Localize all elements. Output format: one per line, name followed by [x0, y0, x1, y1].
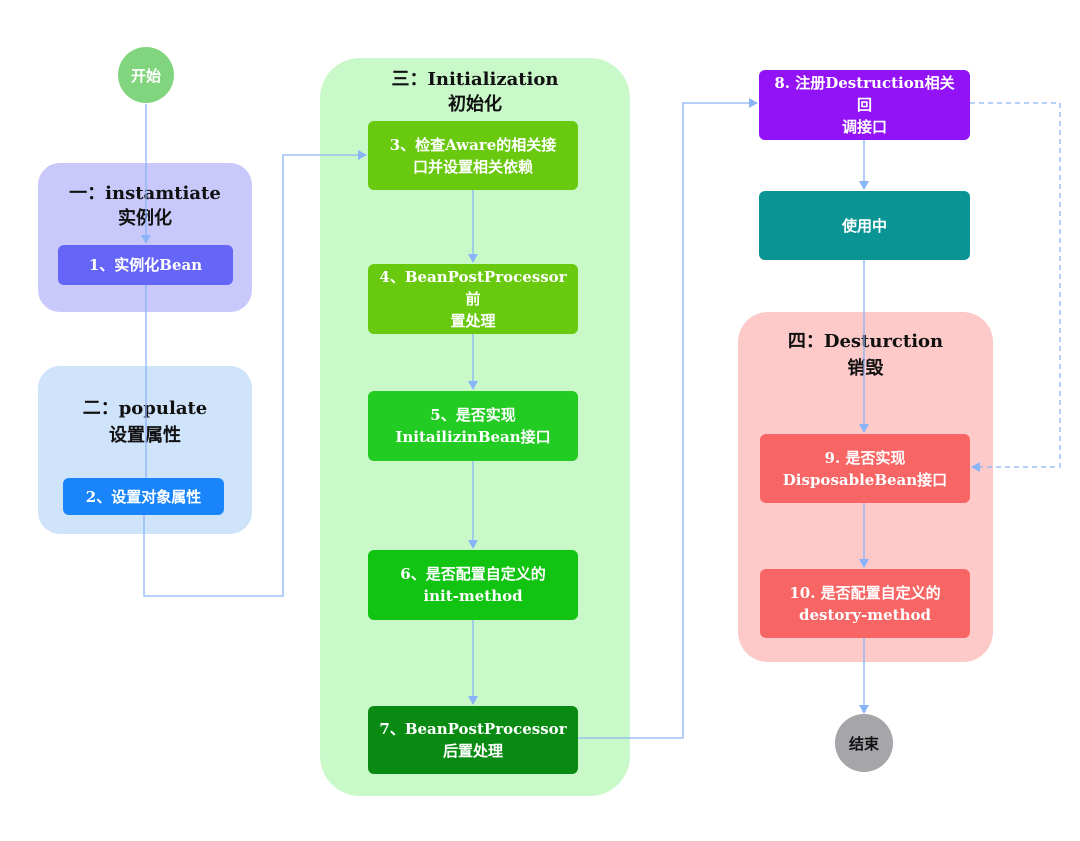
step-in-use: 使用中 [759, 191, 970, 260]
step-2-label: 2、设置对象属性 [85, 487, 202, 506]
step-2-set-properties: 2、设置对象属性 [63, 478, 224, 515]
destruction-title-line2: 销毁 [847, 358, 884, 379]
end-label: 结束 [848, 734, 879, 753]
step-7-label: 7、BeanPostProcessor 后置处理 [379, 720, 567, 760]
initialization-title-line1: 三：Initialization [391, 69, 559, 90]
step-10-label: 10. 是否配置自定义的 destory-method [789, 583, 941, 624]
step-8-label: 8. 注册Destruction相关回 调接口 [774, 74, 955, 136]
instantiate-title-line1: 一：instamtiate [69, 183, 221, 204]
step-6-init-method: 6、是否配置自定义的 init-method [368, 550, 578, 620]
step-5-initializing-bean: 5、是否实现 InitailizinBean接口 [368, 391, 578, 461]
populate-title-line2: 设置属性 [109, 425, 181, 446]
step-1-instantiate-bean: 1、实例化Bean [58, 245, 233, 285]
start-node: 开始 [118, 47, 174, 103]
destruction-title-line1: 四：Desturction [787, 331, 944, 352]
initialization-title-line2: 初始化 [448, 94, 502, 115]
step-5-label: 5、是否实现 InitailizinBean接口 [395, 406, 551, 446]
start-label: 开始 [130, 66, 161, 85]
step-4-label: 4、BeanPostProcessor 前 置处理 [379, 268, 567, 330]
step-1-label: 1、实例化Bean [88, 256, 203, 274]
step-3-aware: 3、检查Aware的相关接 口并设置相关依赖 [368, 121, 578, 190]
step-6-label: 6、是否配置自定义的 init-method [400, 565, 546, 605]
step-7-bpp-after: 7、BeanPostProcessor 后置处理 [368, 706, 578, 774]
step-10-destroy-method: 10. 是否配置自定义的 destory-method [760, 569, 970, 638]
end-node: 结束 [835, 714, 893, 772]
instantiate-group: 一：instamtiate 实例化 [38, 163, 252, 312]
arrow-s7-to-s8 [578, 98, 758, 739]
step-in-use-label: 使用中 [841, 216, 887, 235]
populate-title-line1: 二：populate [82, 398, 208, 419]
instantiate-title-line2: 实例化 [118, 208, 172, 229]
arrow-s2-to-s3 [143, 150, 367, 597]
step-3-label: 3、检查Aware的相关接 口并设置相关依赖 [389, 135, 557, 176]
arrow-s8-to-s9-dashed [970, 102, 1061, 472]
step-8-register-destruction: 8. 注册Destruction相关回 调接口 [759, 70, 970, 140]
step-9-label: 9. 是否实现 DisposableBean接口 [782, 448, 948, 489]
step-4-bpp-before: 4、BeanPostProcessor 前 置处理 [368, 264, 578, 334]
step-9-disposable-bean: 9. 是否实现 DisposableBean接口 [760, 434, 970, 503]
